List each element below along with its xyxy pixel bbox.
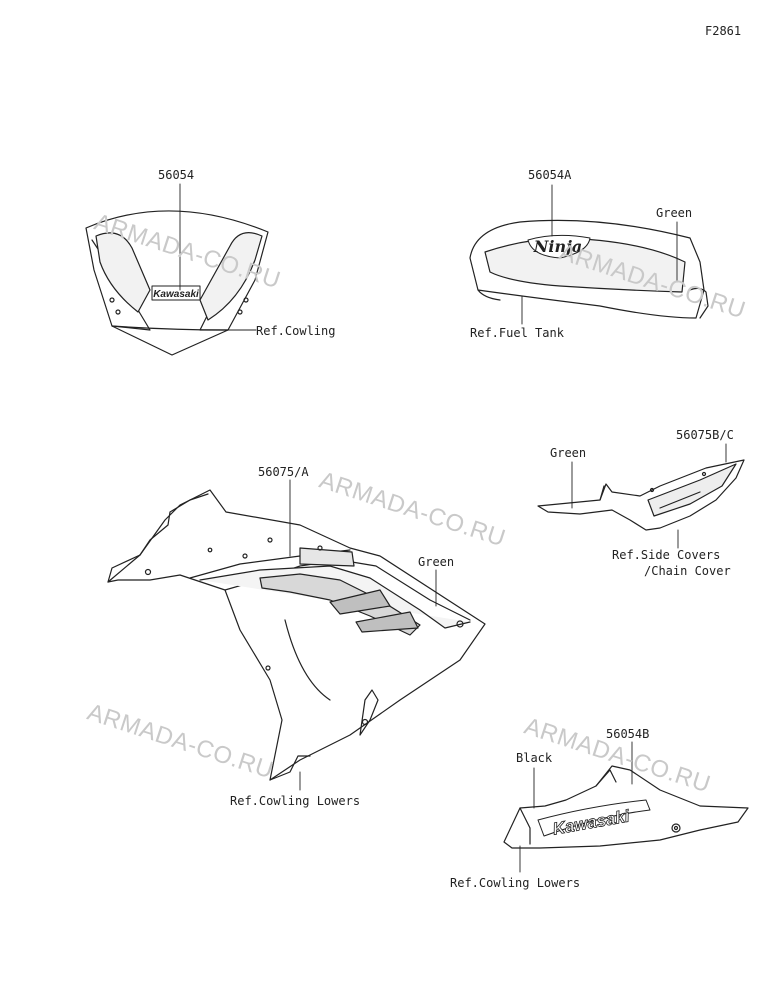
tank-ref-label: Ref.Fuel Tank [470, 326, 564, 340]
side-cover-ref-label: Ref.Side Covers [612, 548, 721, 562]
cowling-part-number: 56075/A [258, 465, 309, 479]
tank-part-number: 56054A [528, 168, 572, 182]
side-cover-color-label: Green [550, 446, 587, 460]
middle-cowling [107, 489, 486, 781]
tank-logo: Ninja [533, 237, 583, 256]
windshield-logo: Kawasaki [153, 289, 199, 300]
side-cover-part-number: 56075B/C [676, 428, 734, 442]
windshield-part-number: 56054 [158, 168, 195, 182]
lower-ref-label: Ref.Cowling Lowers [450, 876, 581, 890]
windshield-ref-label: Ref.Cowling [256, 324, 336, 338]
side-cover-ref-label-2: /Chain Cover [644, 564, 731, 578]
lower-cowling [503, 765, 749, 849]
side-cover [537, 459, 745, 531]
windshield-cowling [85, 210, 269, 356]
fuel-tank [469, 219, 709, 319]
figure-id: F2861 [705, 24, 742, 38]
cowling-color-label: Green [418, 555, 455, 569]
lower-color-label: Black [516, 751, 553, 765]
leader-lines [179, 183, 727, 873]
lower-part-number: 56054B [606, 727, 650, 741]
tank-color-label: Green [656, 206, 693, 220]
cowling-ref-label: Ref.Cowling Lowers [230, 794, 361, 808]
